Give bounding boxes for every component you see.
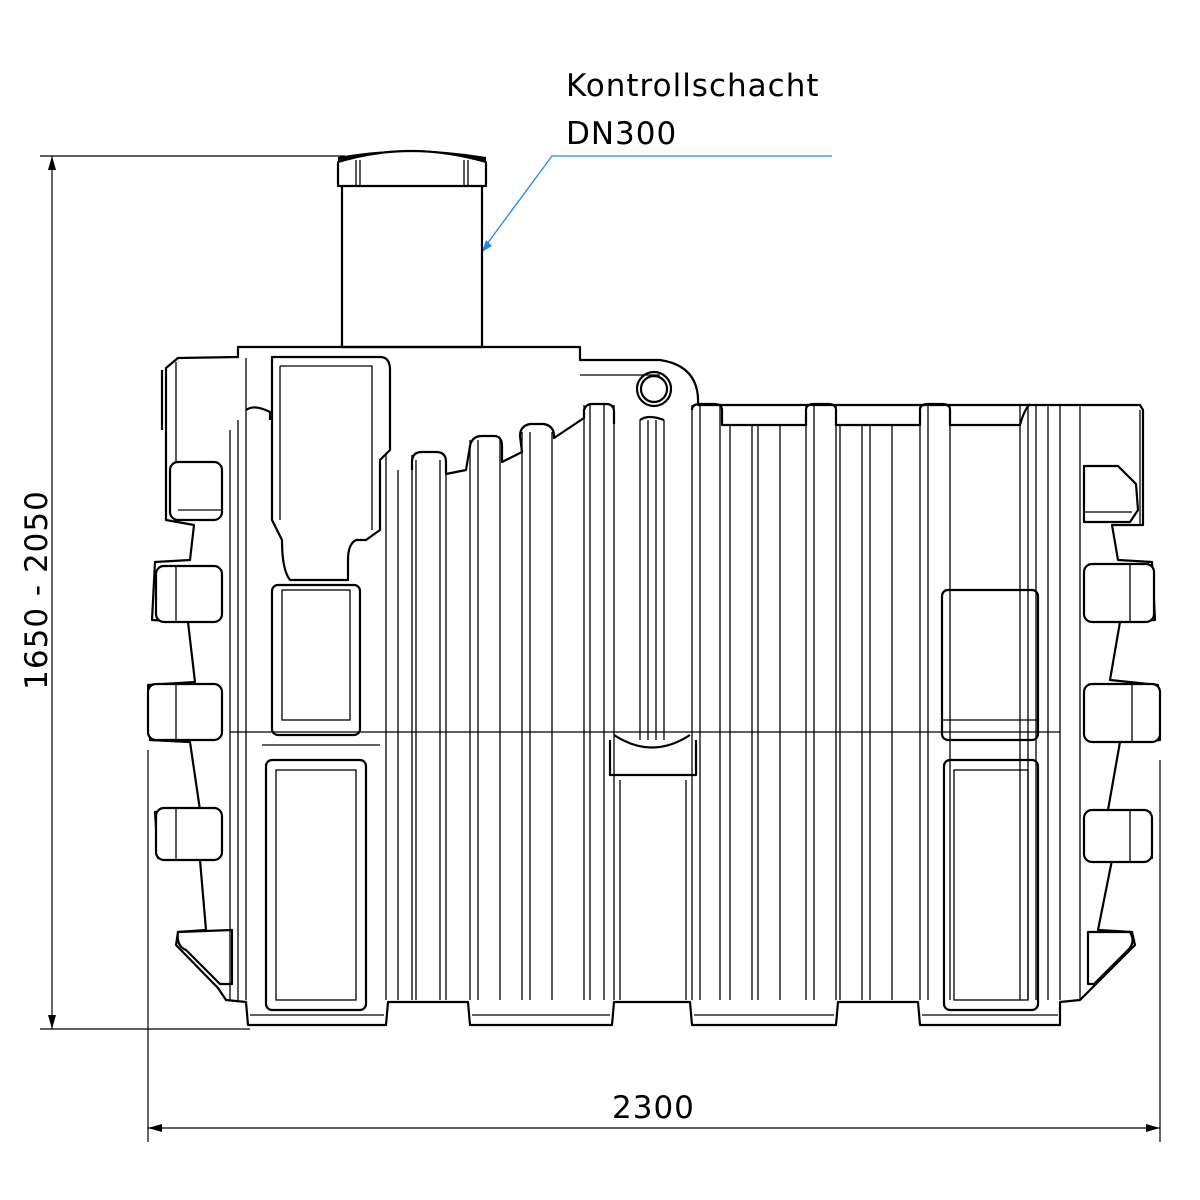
lower-compartments: [264, 588, 1040, 1012]
callout-title: Kontrollschacht: [566, 68, 820, 104]
height-dimension-label: 1650 - 2050: [19, 490, 55, 690]
rib-caps: [245, 402, 1031, 476]
shaft-chamber: [262, 355, 392, 746]
callout-subtitle: DN300: [566, 116, 678, 152]
ribs: [229, 405, 1049, 1000]
left-lugs: [146, 460, 234, 986]
right-lugs: [1082, 464, 1162, 986]
height-dimension: [40, 155, 345, 1030]
inspection-shaft: [336, 149, 488, 349]
width-dimension-label: 2300: [612, 1090, 695, 1126]
callout-leader: [482, 155, 832, 252]
port-boss: [580, 370, 673, 408]
width-dimension: [147, 750, 1161, 1142]
tank-body: [146, 345, 1162, 1027]
